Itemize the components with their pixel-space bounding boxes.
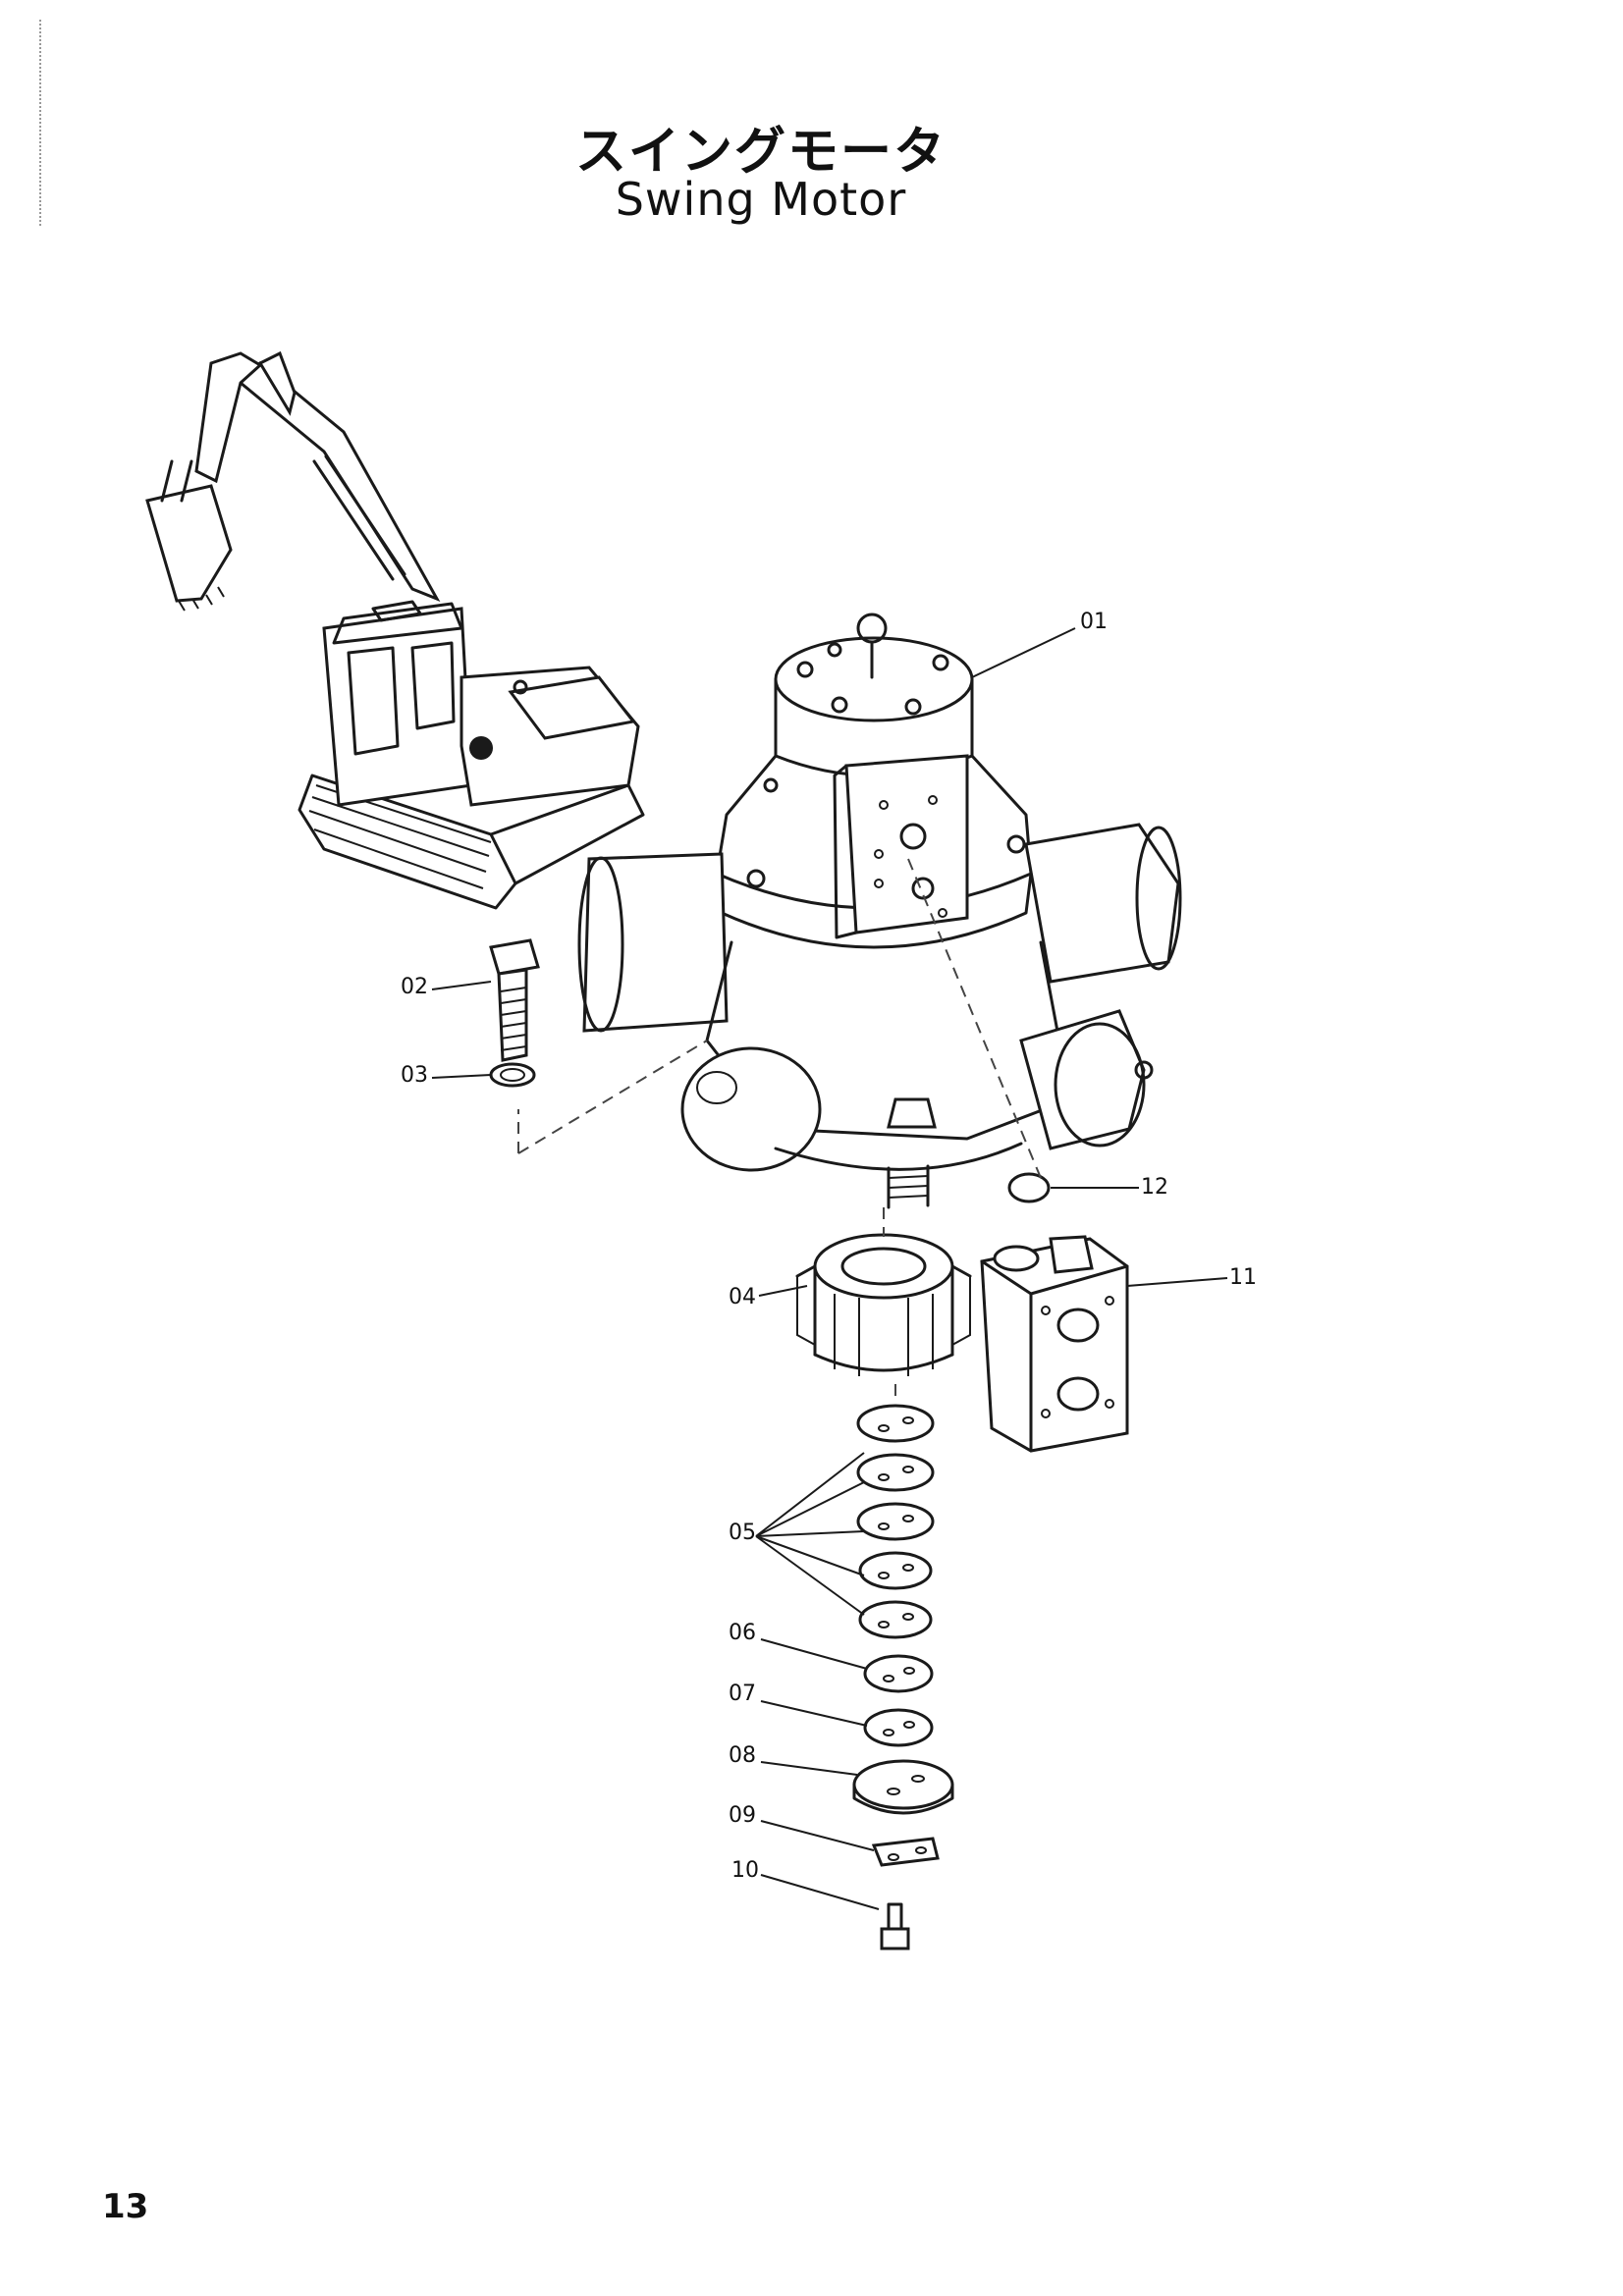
swing-motor-housing: [577, 613, 1182, 1209]
callout-07: 07: [729, 1682, 756, 1706]
page-title-japanese: スイングモータ: [574, 123, 947, 182]
callout-leaders: [431, 627, 1228, 1910]
shim-part-07: [863, 1708, 934, 1747]
callout-02: 02: [401, 975, 428, 999]
callout-labels: 01 02 03 04 05 06 07 08 09 10 11 12: [401, 610, 1257, 1883]
callout-03: 03: [401, 1063, 428, 1088]
shim-part-06: [863, 1654, 934, 1693]
callout-12: 12: [1141, 1175, 1168, 1200]
callout-04: 04: [729, 1285, 756, 1309]
excavator-illustration: [145, 350, 645, 910]
bolt-position-leader: [517, 1040, 708, 1154]
callout-11: 11: [1229, 1265, 1257, 1290]
callout-09: 09: [729, 1803, 756, 1828]
shim-stack-part-05: [856, 1404, 935, 1639]
plate-part-08: [852, 1759, 954, 1815]
valve-block-part-11: [980, 1235, 1129, 1453]
callout-01: 01: [1080, 610, 1108, 634]
binding-margin-marks: [39, 20, 43, 226]
lock-plate-part-09: [871, 1837, 940, 1867]
callout-05: 05: [729, 1521, 756, 1545]
bolt-part-02: [489, 938, 540, 1062]
o-ring-part-12: [1007, 1172, 1051, 1203]
washer-part-03: [489, 1062, 536, 1088]
pinion-gear-part-04: [795, 1233, 972, 1376]
bolt-part-10: [880, 1902, 910, 1950]
page-title-english: Swing Motor: [615, 173, 907, 226]
callout-06: 06: [729, 1621, 756, 1645]
page-number: 13: [102, 2187, 149, 2226]
callout-10: 10: [731, 1858, 759, 1883]
callout-08: 08: [729, 1743, 756, 1768]
